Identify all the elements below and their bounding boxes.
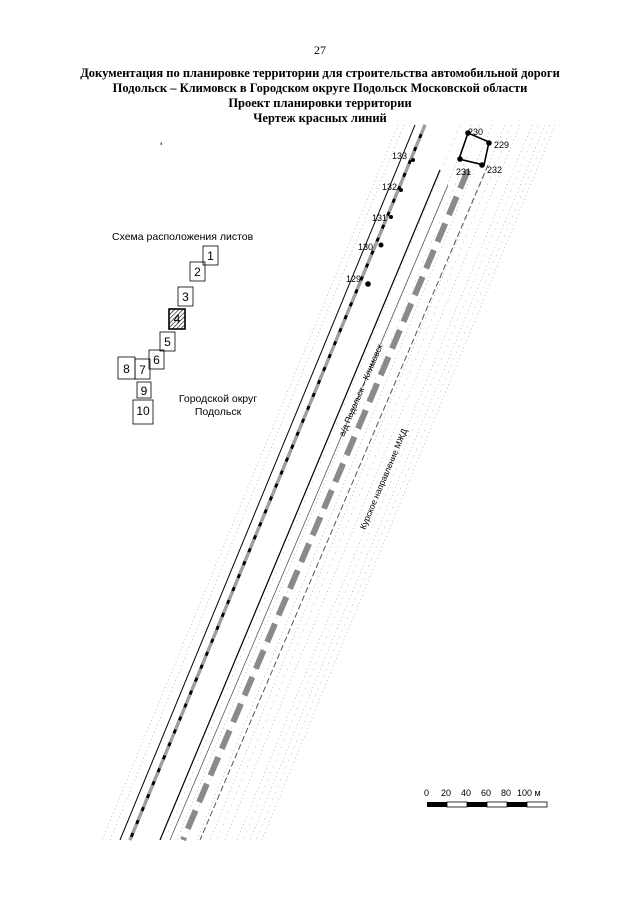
point-229 (486, 140, 492, 146)
document-title: Документация по планировке территории дл… (40, 66, 600, 126)
title-line-1: Документация по планировке территории дл… (80, 66, 560, 80)
point-label-133: 133 (392, 151, 407, 161)
point-label-131: 131 (372, 213, 387, 223)
point-label-230: 230 (468, 127, 483, 137)
district-line-2: Подольск (194, 406, 242, 418)
title-line-3: Проект планировки территории (228, 96, 412, 110)
sheet-frame-6 (148, 349, 165, 370)
scale-tick-100: 100 м (517, 788, 541, 798)
boundary-points (365, 130, 492, 287)
sheet-6: 6 (153, 353, 160, 367)
point-label-232: 232 (487, 165, 502, 175)
sheet-frames (117, 245, 219, 425)
district-line-1: Городской округ (178, 393, 258, 405)
sheet-frame-10 (132, 399, 154, 425)
sheet-frame-4 (168, 308, 186, 330)
sheet-7: 7 (139, 363, 146, 377)
land-plot-polygon (457, 131, 490, 166)
scale-tick-0: 0 (424, 788, 430, 798)
sheet-10: 10 (136, 404, 150, 418)
sheet-frame-9 (136, 381, 152, 399)
scale-tick-80: 80 (501, 788, 512, 798)
point-132 (399, 188, 403, 192)
scale-tick-60: 60 (481, 788, 492, 798)
sheet-4: 4 (173, 312, 181, 326)
point-label-231: 231 (456, 167, 471, 177)
point-130 (378, 242, 384, 248)
road-edge-right (159, 169, 441, 841)
point-129 (365, 281, 371, 287)
road-edge-right-2 (169, 184, 449, 841)
sheet-1: 1 (207, 249, 214, 263)
point-232 (479, 162, 485, 168)
point-label-129: 129 (346, 274, 361, 284)
sheet-frame-2 (189, 261, 206, 282)
scale-tick-20: 20 (441, 788, 452, 798)
sheet-2: 2 (194, 265, 201, 279)
sheet-frame-5 (159, 331, 176, 352)
sheet-frame-3 (177, 286, 194, 307)
point-label-130: 130 (358, 242, 373, 252)
title-line-2: Подольск – Климовск в Городском округе П… (112, 81, 528, 95)
sheet-3: 3 (182, 290, 189, 304)
point-133 (411, 158, 415, 162)
point-230 (465, 130, 471, 136)
railway-label: Курское направление МЖД (358, 427, 410, 531)
sheet-8: 8 (123, 362, 130, 376)
railway-line (199, 164, 489, 841)
red-line-left (128, 124, 427, 841)
legend-title: Схема расположения листов (112, 231, 254, 243)
point-label-132: 132 (382, 182, 397, 192)
sheet-9: 9 (140, 384, 148, 398)
point-231 (457, 156, 463, 162)
red-line-right (180, 168, 471, 842)
road-edge-left (119, 124, 416, 841)
page-number: 27 (314, 43, 326, 57)
title-line-4: Чертеж красных линий (253, 111, 387, 125)
sheet-frame-8 (117, 356, 136, 380)
district-label: Городской округ Подольск (168, 393, 268, 419)
north-mark: ' (160, 140, 162, 154)
sheet-5: 5 (164, 335, 171, 349)
point-label-229: 229 (494, 140, 509, 150)
point-131 (389, 215, 393, 219)
scale-bar (427, 801, 548, 808)
sheet-frame-1 (202, 245, 219, 266)
scale-tick-40: 40 (461, 788, 472, 798)
